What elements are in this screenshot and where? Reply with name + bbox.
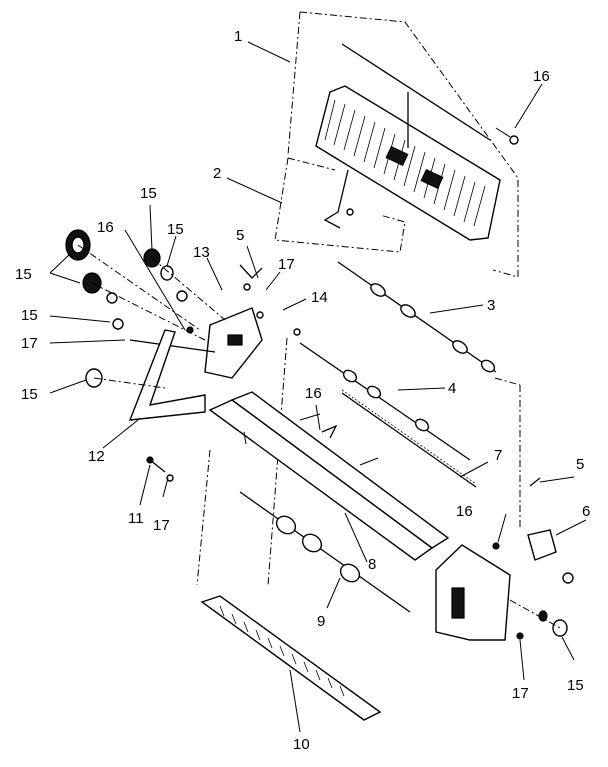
callout-15-lower-left: 15 [21,386,38,403]
callout-15-inner: 15 [167,221,184,238]
callout-4: 4 [448,380,456,397]
main-chassis-plate [208,391,450,561]
callout-15-gear-top: 15 [140,185,157,202]
callout-7: 7 [494,447,502,464]
left-side-frame [129,307,263,379]
callout-17-bottom-right: 17 [512,685,529,702]
callout-16-top-right: 16 [533,68,550,85]
callout-6: 6 [582,503,590,520]
callout-17-bottom-left: 17 [153,517,170,534]
screws [146,264,541,640]
callout-labels: 1 2 3 4 5 5 6 7 8 9 10 11 12 13 14 15 15… [15,28,590,753]
roller-shaft-4 [299,342,471,461]
callout-15-mid-left: 15 [21,307,38,324]
callout-15-right: 15 [567,677,584,694]
callout-12: 12 [88,448,105,465]
callout-13: 13 [193,244,210,261]
callout-8: 8 [368,556,376,573]
leader-lines [49,41,587,733]
callout-16-right: 16 [456,503,473,520]
axis-dashes-left [77,244,226,389]
left-bracket-12 [128,329,206,421]
spiral-shaft-7 [341,389,477,488]
paper-support-bar [200,595,382,721]
callout-5-top: 5 [236,227,244,244]
callout-17-left: 17 [21,335,38,352]
callout-16-mid: 16 [305,385,322,402]
gear-small [82,248,188,388]
callout-5-right: 5 [576,456,584,473]
right-side-frame [435,529,574,641]
callout-11: 11 [128,510,144,527]
roller-shaft-3 [337,261,497,373]
callout-10: 10 [293,736,310,753]
callout-3: 3 [487,297,495,314]
assembly-2-outline [274,157,406,253]
callout-9: 9 [317,613,325,630]
paper-guide-tray [315,43,519,241]
roller-shaft-9 [239,491,411,613]
callout-15-gears-left: 15 [15,266,32,283]
callout-16-left: 16 [97,219,114,236]
assembly-1-outline [287,11,519,278]
frame-outline [196,337,521,586]
callout-1: 1 [234,28,242,45]
callout-17-top: 17 [278,256,295,273]
callout-2: 2 [213,165,221,182]
callout-14: 14 [311,289,328,306]
actuator-lever [323,169,354,229]
